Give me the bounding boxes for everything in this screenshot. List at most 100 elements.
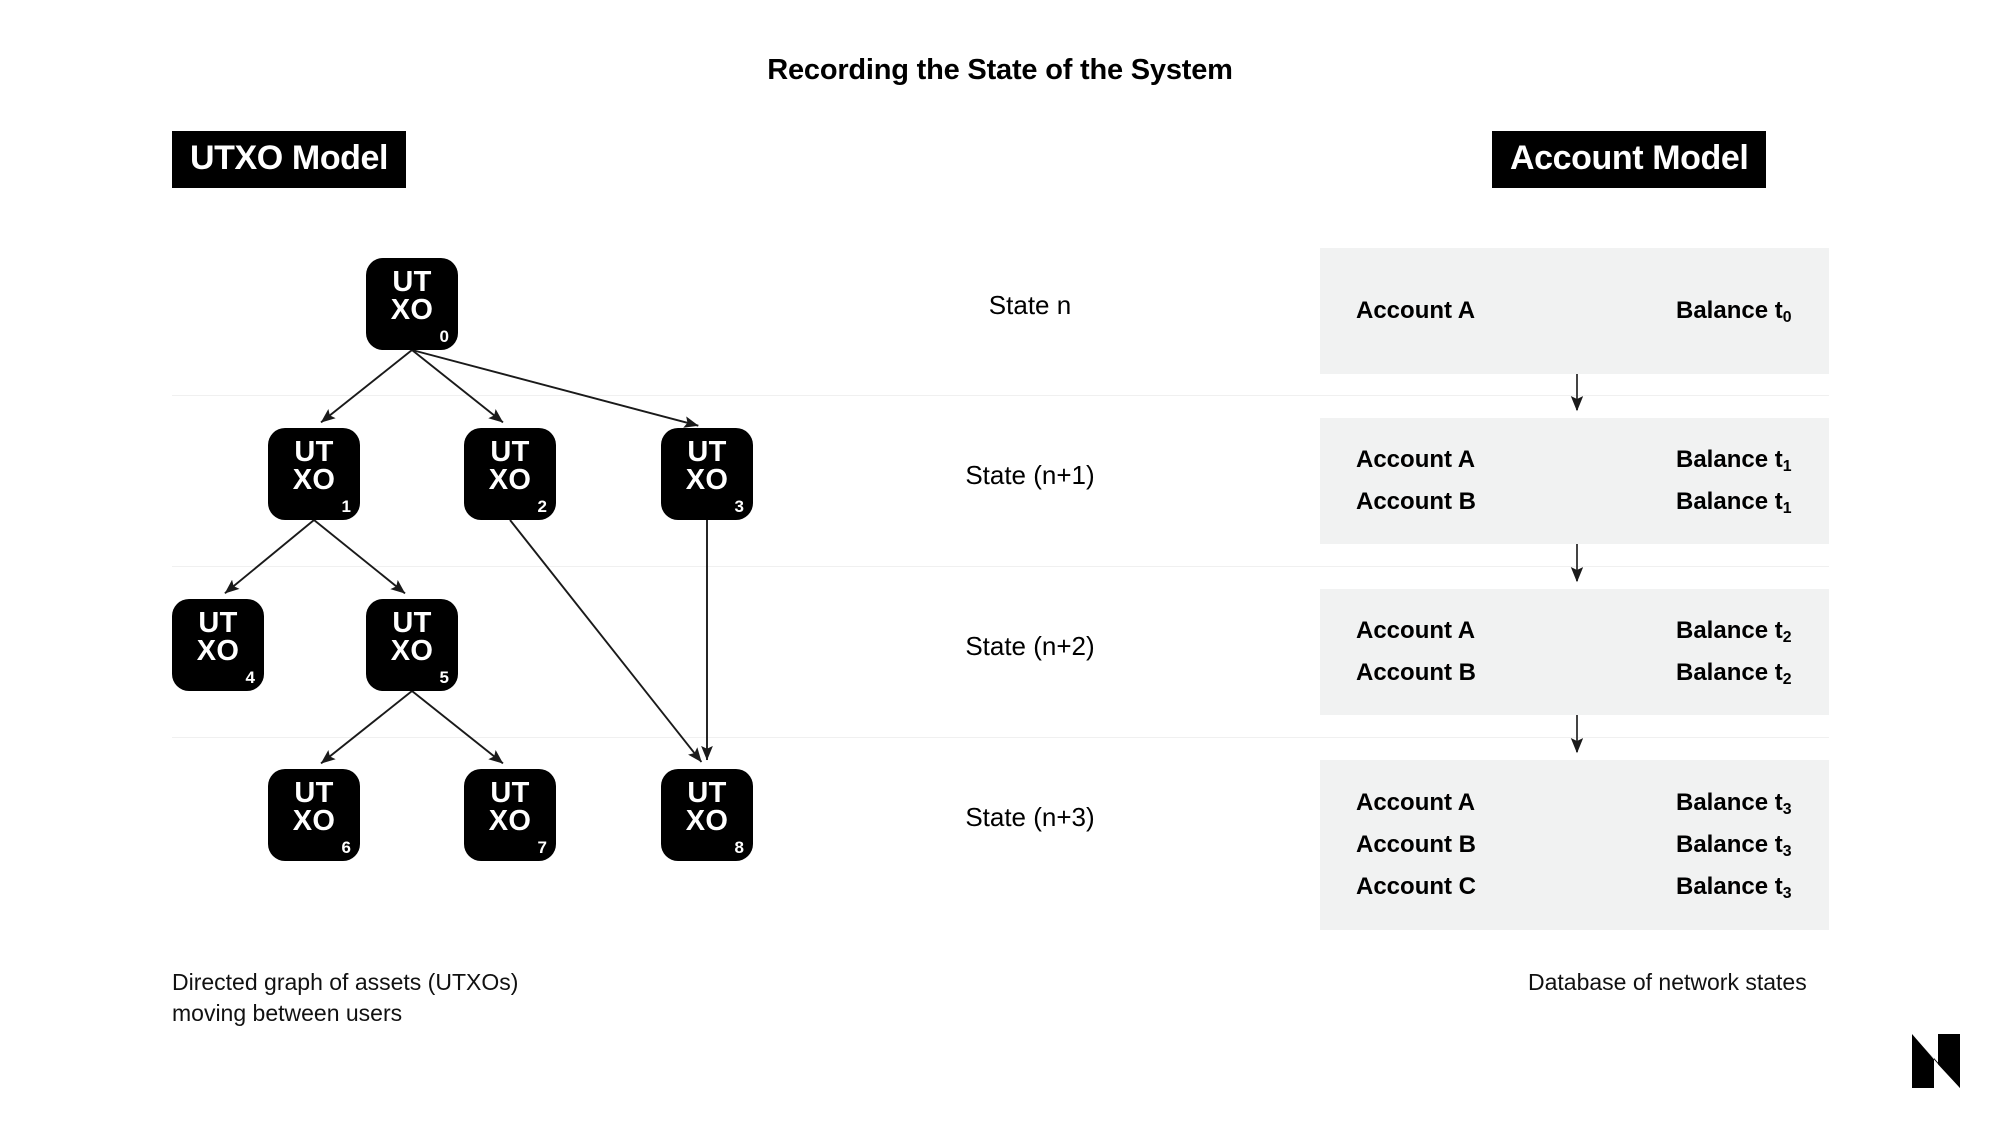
account-state-arrows [1570,374,1584,754]
balance-timestep: 2 [1782,671,1792,689]
utxo-label-line1: UT [687,436,727,468]
account-balance: Balance t3 [1676,782,1792,827]
balance-timestep: 3 [1782,885,1792,903]
row-divider-1 [172,566,1829,567]
section-header-utxo-model: UTXO Model [172,131,407,188]
utxo-node-index: 7 [537,838,547,857]
state-label-3: State (n+3) [965,802,1095,832]
state-label-1: State (n+1) [965,460,1095,490]
balance-timestep: 3 [1782,801,1792,819]
utxo-edge-1-to-5 [313,519,406,595]
caption-utxo-line2: moving between users [172,999,403,1026]
balance-label: Balance t [1676,659,1783,686]
utxo-label-line2: XO [196,634,240,667]
balance-label: Balance t [1676,297,1783,324]
account-balance: Balance t0 [1676,290,1792,335]
utxo-label-line2: XO [488,804,532,837]
utxo-label-line2: XO [685,804,729,837]
utxo-label-line2: XO [390,293,434,326]
account-name: Account C [1356,873,1476,900]
account-name: Account B [1356,488,1476,515]
account-balance: Balance t2 [1676,610,1792,655]
balance-label: Balance t [1676,873,1783,900]
utxo-node-index: 1 [341,497,351,516]
utxo-label-line1: UT [294,436,334,468]
account-row: Account B Balance t1 [1356,481,1829,523]
account-row: Account A Balance t2 [1356,610,1829,652]
row-divider-2 [172,737,1829,738]
caption-utxo: Directed graph of assets (UTXOs) moving … [172,967,518,1028]
account-balance: Balance t3 [1676,824,1792,869]
account-row: Account A Balance t3 [1356,782,1829,824]
balance-timestep: 1 [1782,500,1792,518]
account-name: Account A [1356,789,1476,816]
utxo-edge-0-to-1 [320,349,413,424]
utxo-label-line2: XO [292,463,336,496]
account-balance: Balance t3 [1676,866,1792,911]
utxo-node-index: 4 [245,668,255,687]
balance-timestep: 2 [1782,629,1792,647]
balance-timestep: 3 [1782,843,1792,861]
balance-timestep: 0 [1782,309,1792,327]
utxo-edge-0-to-3 [411,349,699,428]
balance-label: Balance t [1676,831,1783,858]
account-name: Account A [1356,297,1476,324]
utxo-node-index: 2 [537,497,547,516]
account-name: Account A [1356,446,1476,473]
utxo-label-line2: XO [488,463,532,496]
page-title: Recording the State of the System [767,54,1233,86]
account-row: Account A Balance t0 [1356,290,1829,332]
balance-timestep: 1 [1782,458,1792,476]
utxo-label-line1: UT [687,777,727,809]
utxo-label-line1: UT [392,607,432,639]
utxo-label-line1: UT [490,777,530,809]
account-balance: Balance t1 [1676,481,1792,526]
n-logo [1908,1030,1964,1097]
caption-account: Database of network states [1528,969,1807,995]
account-name: Account A [1356,617,1476,644]
row-divider-0 [172,395,1829,396]
utxo-label-line1: UT [392,266,432,298]
balance-label: Balance t [1676,789,1783,816]
utxo-edges [224,349,713,765]
utxo-label-line2: XO [292,804,336,837]
caption-utxo-line1: Directed graph of assets (UTXOs) [172,969,519,995]
utxo-node-index: 8 [734,838,744,857]
utxo-label-line2: XO [685,463,729,496]
utxo-label-line2: XO [390,634,434,667]
utxo-node-index: 0 [439,327,449,346]
account-balance: Balance t2 [1676,652,1792,697]
account-row: Account C Balance t3 [1356,866,1829,908]
utxo-edge-5-to-7 [411,690,504,765]
state-label-2: State (n+2) [965,631,1095,661]
utxo-edge-5-to-6 [320,690,413,765]
utxo-node-index: 3 [734,497,744,516]
utxo-node-index: 6 [341,838,351,857]
utxo-label-line1: UT [294,777,334,809]
utxo-label-line1: UT [198,607,238,639]
utxo-node-index: 5 [439,668,449,687]
